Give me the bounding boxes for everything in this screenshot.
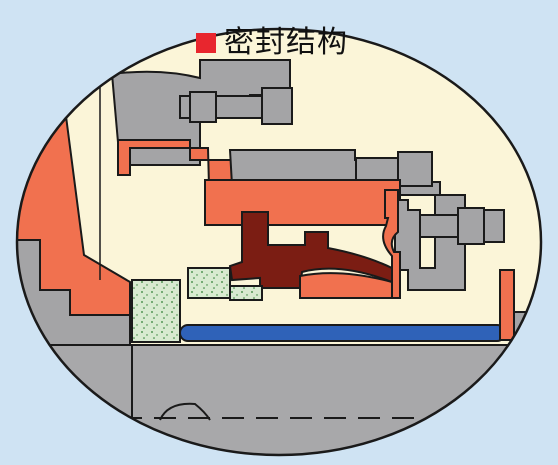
shaft-body (17, 344, 541, 455)
title-marker-icon (196, 33, 216, 53)
title-text: 密封结构 (224, 25, 348, 60)
packing-ring-2 (187, 267, 231, 299)
upper-bolt-head (261, 87, 293, 125)
middle-bolt-head (397, 151, 433, 187)
packing-ring-1 (131, 279, 181, 343)
right-bolt-nut (457, 207, 485, 245)
diagram-title: 密封结构 (196, 28, 348, 58)
right-bolt-head (483, 209, 505, 243)
orange-spring-ring (382, 189, 401, 299)
middle-bolt-shank (355, 157, 399, 181)
orange-right-tab (499, 269, 515, 341)
upper-bolt-nut (189, 91, 217, 123)
packing-ring-3 (229, 285, 263, 301)
shaft-groove-left (37, 401, 115, 421)
orange-lower-seat (299, 272, 393, 299)
lens-outline (15, 27, 543, 457)
shaft-groove-mid (159, 402, 211, 421)
orange-gland-block (204, 179, 401, 226)
shaft-sleeve (179, 324, 506, 342)
